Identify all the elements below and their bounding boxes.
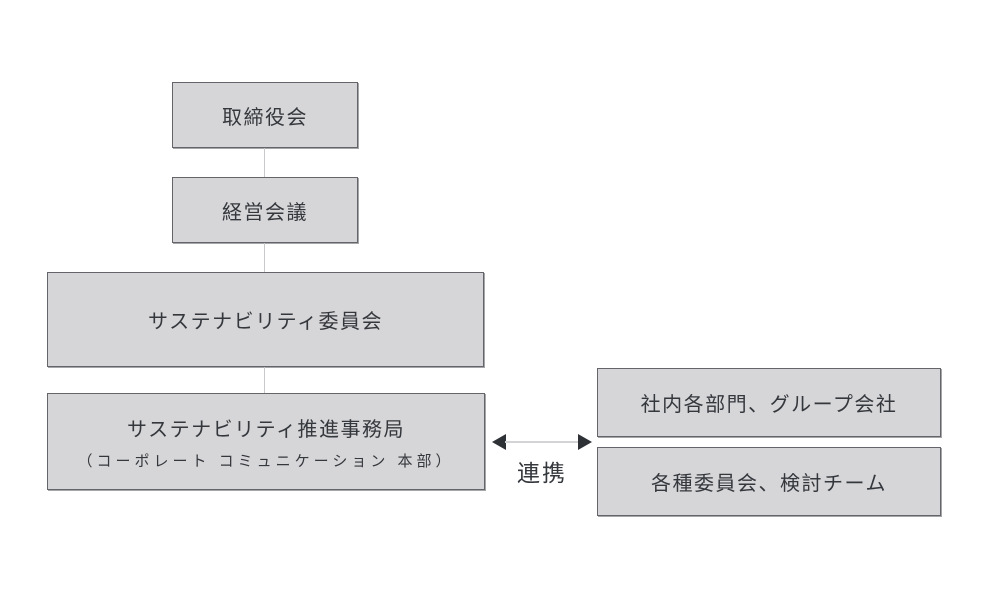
node-board-of-directors: 取締役会: [172, 82, 358, 148]
node-internal-departments: 社内各部門、グループ会社: [597, 368, 941, 437]
collaboration-arrow: [492, 434, 592, 450]
collaboration-label: 連携: [517, 460, 567, 486]
node-label: 経営会議: [222, 201, 308, 224]
node-label: サステナビリティ委員会: [148, 311, 383, 333]
node-sustainability-committee: サステナビリティ委員会: [47, 272, 484, 367]
arrow-left-head-icon: [492, 434, 506, 450]
node-sustainability-promotion-office: サステナビリティ推進事務局 （コーポレート コミュニケーション 本部）: [47, 393, 485, 490]
arrow-line: [505, 441, 579, 443]
node-title: サステナビリティ推進事務局: [127, 418, 405, 441]
node-label: 取締役会: [222, 106, 308, 129]
node-label: 社内各部門、グループ会社: [640, 394, 898, 416]
connector-board-management: [264, 148, 265, 177]
arrow-right-head-icon: [578, 434, 592, 450]
node-subtitle: （コーポレート コミュニケーション 本部）: [77, 452, 455, 470]
connector-committee-office: [264, 367, 265, 393]
node-management-meeting: 経営会議: [172, 177, 358, 243]
node-label: 各種委員会、検討チーム: [651, 473, 887, 495]
connector-management-committee: [264, 243, 265, 272]
node-committees-teams: 各種委員会、検討チーム: [597, 447, 941, 516]
